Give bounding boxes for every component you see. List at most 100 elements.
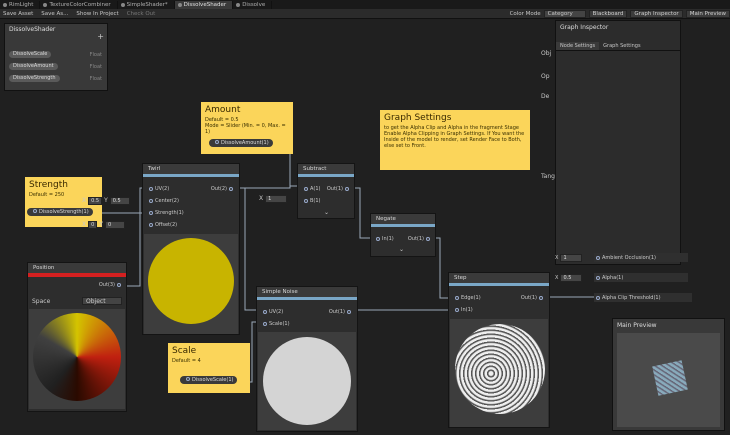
property-pill[interactable]: DissolveScale [9,51,52,58]
port-icon [347,310,351,314]
color-mode-select[interactable]: Category [543,10,586,18]
center-x-field[interactable]: 0.5 [88,197,103,205]
twirl-node[interactable]: Twirl UV(2) Center(2) Strength(1) Offset… [142,163,240,335]
master-alpha[interactable]: Alpha(1) [594,273,688,282]
sticky-note-graph-settings[interactable]: Graph Settings to get the Alpha Clip and… [380,110,530,170]
space-select[interactable]: Object [82,297,122,305]
property-pill[interactable]: DissolveStrength [9,75,60,82]
port-icon [263,310,267,314]
sticky-note-scale[interactable]: Scale Default = 4 DissolveScale(1) [168,343,250,393]
port-label: B(1) [310,198,321,204]
property-node-dissolvescale[interactable]: DissolveScale(1) [180,376,238,384]
chevron-down-icon[interactable]: ⌄ [399,246,405,253]
step-output[interactable]: Out(1) [521,294,545,302]
port-label: Out(1) [407,236,424,242]
property-node-dissolvestrength[interactable]: DissolveStrength(1) [27,208,93,216]
field-label: Y [104,197,108,204]
sticky-note-amount[interactable]: Amount Default = 0.5 Mode = Slider (Min.… [201,102,293,154]
port-icon [263,322,267,326]
alpha-field[interactable]: 0.5 [560,273,583,282]
port-icon [376,237,380,241]
port-icon [345,187,349,191]
twirl-input-strength[interactable]: Strength(1) [147,209,184,217]
node-title: Twirl [143,164,239,174]
property-pill[interactable]: DissolveAmount [9,63,58,70]
sticky-title: Graph Settings [384,113,452,123]
port-label: Out(1) [520,295,537,301]
port-label: Ambient Occlusion(1) [602,254,656,261]
subtract-input-a[interactable]: A(1) [302,185,321,193]
twirl-input-uv[interactable]: UV(2) [147,185,169,193]
port-icon [149,211,153,215]
negate-input[interactable]: In(1) [374,235,394,243]
sticky-text: Default = 0.5 [205,117,239,123]
show-in-project-button[interactable]: Show In Project [76,10,119,17]
subtract-input-b[interactable]: B(1) [302,197,321,205]
shader-graph-icon [120,3,125,7]
preview-mesh [652,360,688,396]
step-input-in[interactable]: In(1) [453,306,473,314]
port-label: Out(3) [98,282,115,288]
sticky-note-strength[interactable]: Strength Default = 250 DissolveStrength(… [25,177,102,227]
property-node-dissolveamount[interactable]: DissolveAmount(1) [209,139,273,147]
noise-input-uv[interactable]: UV(2) [261,308,283,316]
check-out-button[interactable]: Check Out [126,10,156,17]
main-preview-viewport[interactable] [617,333,720,427]
sticky-title: Scale [172,346,197,356]
port-label: UV(2) [155,186,170,192]
property-node-label: DissolveAmount(1) [221,140,269,146]
tab-rimlight[interactable]: RimLight [0,1,41,9]
port-icon [455,308,459,312]
save-asset-button[interactable]: Save Asset [3,10,34,17]
subtract-node[interactable]: Subtract A(1) B(1) Out(1) ⌄ [297,163,355,219]
sticky-text: to get the Alpha Clip and Alpha in the f… [384,125,525,149]
field-label: X [555,274,559,281]
noise-output[interactable]: Out(1) [329,308,353,316]
port-icon [33,209,37,213]
tab-dissolve[interactable]: Dissolve [233,1,273,9]
master-alpha-clip-threshold[interactable]: Alpha Clip Threshold(1) [594,293,692,302]
position-output[interactable]: Out(3) [99,281,123,289]
tab-dissolveshader[interactable]: DissolveShader [174,1,234,9]
noise-preview [258,332,356,430]
port-icon [149,187,153,191]
simple-noise-node[interactable]: Simple Noise UV(2) Scale(1) Out(1) [256,286,358,432]
offset-y-field[interactable]: 0 [104,221,125,229]
offset-x-field[interactable]: 0 [88,221,98,229]
inspector-row-label: De [541,93,550,100]
port-icon [426,237,430,241]
add-property-button[interactable]: + [97,32,104,41]
twirl-output[interactable]: Out(2) [211,185,235,193]
blackboard-button[interactable]: Blackboard [588,10,628,18]
save-as-button[interactable]: Save As... [41,10,69,17]
subtract-output[interactable]: Out(1) [327,185,351,193]
main-preview-button[interactable]: Main Preview [685,10,730,18]
tab-node-settings[interactable]: Node Settings [556,42,600,50]
negate-output[interactable]: Out(1) [408,235,432,243]
graph-inspector-button[interactable]: Graph Inspector [630,10,683,18]
negate-node[interactable]: Negate In(1) Out(1) ⌄ [370,213,436,257]
main-preview-panel: Main Preview [612,318,725,431]
twirl-input-center[interactable]: Center(2) [147,197,179,205]
tab-simpleshader[interactable]: SimpleShader* [118,1,175,9]
chevron-down-icon[interactable]: ⌄ [324,209,330,216]
center-y-field[interactable]: 0.5 [109,197,130,205]
noise-input-scale[interactable]: Scale(1) [261,320,290,328]
space-label: Space [32,298,51,305]
edge-subtract-negate [352,187,378,239]
twirl-input-offset[interactable]: Offset(2) [147,221,177,229]
position-node[interactable]: Position Out(3) Space Object [27,262,127,412]
position-preview-sphere [33,313,121,401]
ao-field[interactable]: 1 [560,253,583,262]
tab-texturecolorcombiner[interactable]: TextureColorCombiner [40,1,118,9]
master-ambient-occlusion[interactable]: Ambient Occlusion(1) [594,253,688,262]
tab-graph-settings[interactable]: Graph Settings [603,43,641,49]
step-node[interactable]: Step Edge(1) In(1) Out(1) [448,272,550,428]
subtract-b-field[interactable]: 1 [265,195,288,203]
step-input-edge[interactable]: Edge(1) [453,294,481,302]
field-label: X [82,197,87,204]
